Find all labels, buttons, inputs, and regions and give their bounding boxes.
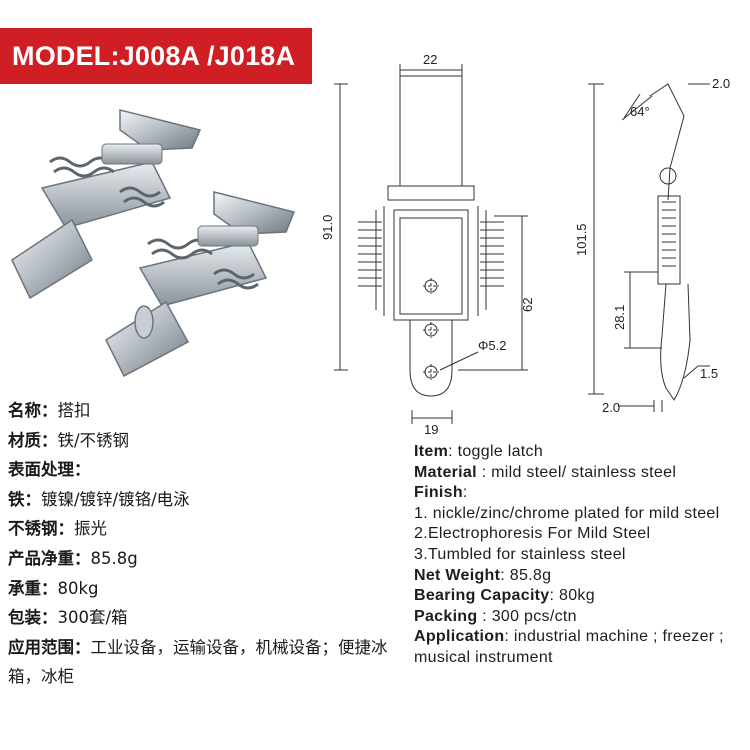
- dim-hole-line: [458, 215, 528, 371]
- en-item-row: Item: toggle latch: [414, 443, 544, 460]
- dim-bottom-thickness: 2.0: [602, 400, 620, 415]
- front-body-inner: [399, 217, 463, 315]
- cn-material-row: 材质：铁/不锈钢: [8, 430, 130, 450]
- dim-mid-line: [624, 271, 662, 349]
- en-material-row: Material : mild steel/ stainless steel: [414, 463, 677, 481]
- dim-hook-line: [683, 365, 710, 379]
- side-view: [588, 83, 710, 412]
- front-upper-plate: [399, 75, 463, 187]
- dim-hole-spacing: 62: [520, 298, 535, 312]
- model-banner: MODEL:J008A /J018A: [0, 28, 312, 84]
- cn-iron-row: 铁：镀镍/镀锌/镀铬/电泳: [8, 489, 190, 509]
- en-app-row: Application: industrial machine ; freeze…: [414, 628, 724, 666]
- dim-thickness-top: 2.0: [712, 76, 730, 91]
- dim-bottom-width: 19: [424, 422, 438, 437]
- technical-drawing: 22 91.0 62 Φ5.2 19 101.5 64° 2.0 28.1 1.…: [320, 52, 730, 437]
- en-finish-2: 2.Electrophoresis For Mild Steel: [414, 525, 651, 543]
- dim-top-width: 22: [423, 52, 437, 67]
- dim-side-height: 101.5: [574, 223, 589, 256]
- cn-weight-row: 产品净重：85.8g: [8, 548, 138, 568]
- dim-top-line: [399, 64, 463, 76]
- spec-list-cn: 名称：搭扣 材质：铁/不锈钢 表面处理： 铁：镀镍/镀锌/镀铬/电泳 不锈钢：振…: [8, 396, 406, 692]
- dim-mid-height: 28.1: [612, 305, 627, 330]
- dim-angle: 64°: [630, 104, 650, 119]
- en-finish-row: Finish:: [414, 484, 468, 502]
- front-hinge: [387, 185, 475, 201]
- cn-load-row: 承重：80kg: [8, 578, 99, 598]
- cn-pack-row: 包装：300套/箱: [8, 608, 128, 628]
- dim-bottom-thick-line: [618, 400, 663, 412]
- spec-list-en: Item: toggle latch Material : mild steel…: [414, 442, 750, 669]
- front-springs: [358, 221, 504, 287]
- dim-side-line: [588, 83, 604, 395]
- cn-stainless-row: 不锈钢：振光: [8, 519, 107, 539]
- product-photo: [11, 109, 296, 378]
- dim-bottom-line: [411, 410, 453, 424]
- en-weight-row: Net Weight: 85.8g: [414, 566, 552, 584]
- front-body: [393, 209, 469, 321]
- front-frame-lines: [375, 206, 487, 316]
- side-spring: [662, 201, 676, 267]
- dim-overall-line: [334, 83, 348, 371]
- model-title: MODEL:J008A /J018A: [12, 40, 296, 71]
- cn-name-row: 名称：搭扣: [8, 401, 91, 420]
- side-body: [657, 195, 681, 285]
- dim-hook-thickness: 1.5: [700, 366, 718, 381]
- en-finish-1: 1. nickle/zinc/chrome plated for mild st…: [414, 504, 720, 522]
- front-view: [334, 64, 528, 424]
- side-angle-lines: [621, 93, 653, 121]
- latch-back: [11, 109, 202, 300]
- en-finish-3: 3.Tumbled for stainless steel: [414, 545, 626, 563]
- cn-app-row: 应用范围：工业设备，运输设备，机械设备；便捷冰箱，冰柜: [8, 637, 388, 687]
- dim-hole-dia: Φ5.2: [478, 338, 506, 353]
- front-tongue: [409, 320, 453, 397]
- en-packing-row: Packing : 300 pcs/ctn: [414, 607, 577, 625]
- dim-hole-leader: [439, 351, 479, 371]
- side-pivot: [659, 167, 677, 185]
- side-hook: [660, 283, 691, 401]
- cn-finish-row: 表面处理：: [8, 460, 91, 480]
- side-lever: [649, 83, 685, 201]
- dim-overall-height: 91.0: [320, 215, 335, 240]
- latch-front: [105, 191, 296, 378]
- en-bearing-row: Bearing Capacity: 80kg: [414, 587, 595, 605]
